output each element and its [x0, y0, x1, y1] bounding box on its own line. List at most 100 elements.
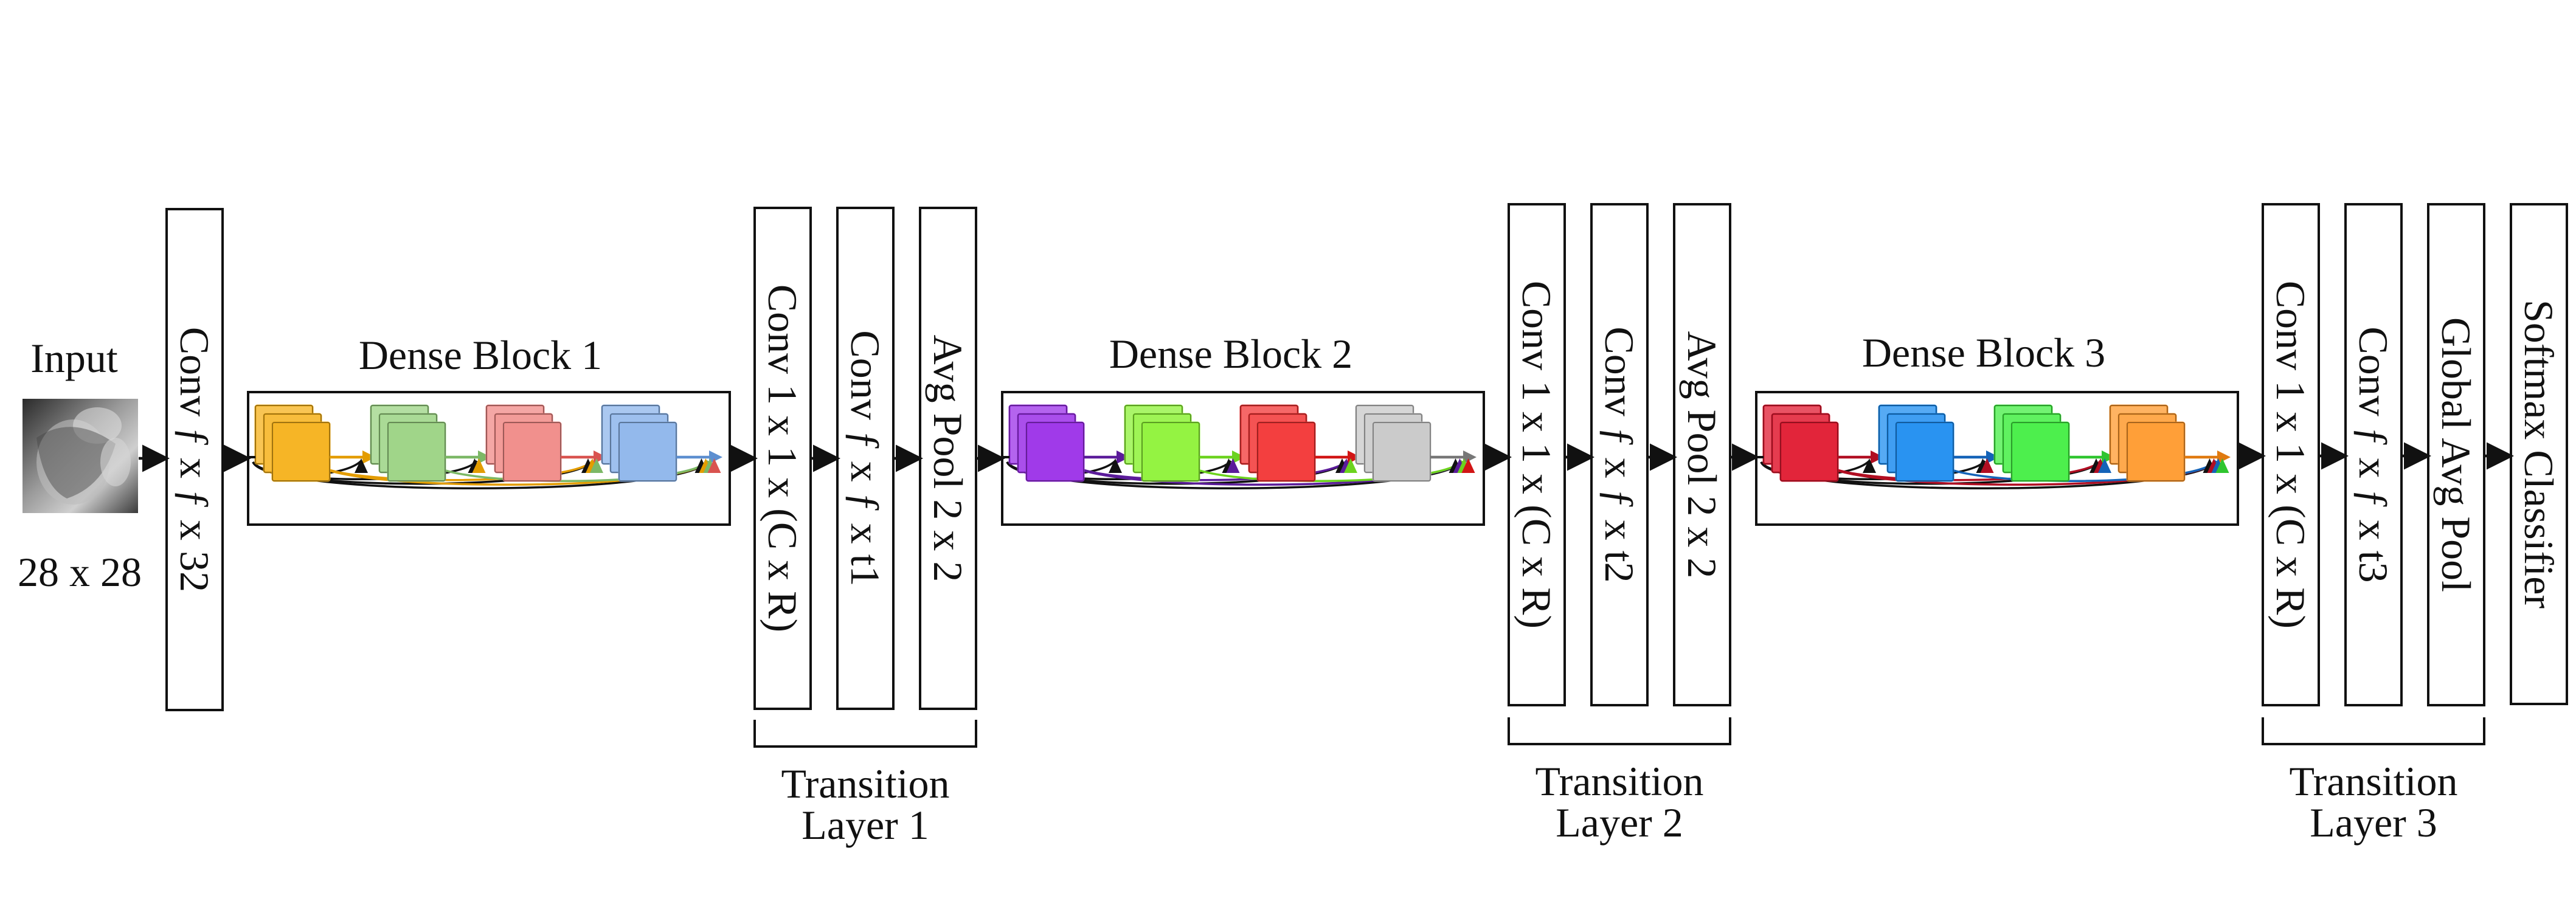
arrowhead	[1986, 450, 2000, 464]
feature-map-square	[618, 421, 677, 482]
dense-block-1-layer-1-feature-maps	[254, 404, 376, 482]
feature-map-outline	[1257, 422, 1315, 481]
input-image	[23, 399, 138, 513]
arrowhead	[1232, 450, 1245, 464]
feature-map-square	[2010, 421, 2070, 482]
feature-map-outline	[387, 422, 446, 481]
transition-3-label-line2: Layer 3	[2310, 799, 2437, 846]
feature-map-outline	[1026, 422, 1084, 481]
feature-map-outline	[618, 422, 677, 481]
transition-2-conv1x1-box	[1508, 203, 1566, 706]
conv-first-box	[165, 208, 224, 711]
transition-3-conv-label: Conv ƒ x ƒ x t3	[2350, 326, 2397, 582]
feature-map-outline	[272, 422, 330, 481]
dense-block-3-layer-3-feature-maps	[1993, 404, 2115, 482]
input-title: Input	[30, 335, 118, 381]
dense-block-1-layer-4-feature-maps	[601, 404, 722, 482]
dense-block-1: Dense Block 1	[247, 332, 731, 526]
transition-3-pool-box	[2427, 203, 2485, 706]
transition-2-brace	[1508, 717, 1731, 745]
arrowhead	[1117, 450, 1130, 464]
transition-2-label-line2: Layer 2	[1556, 799, 1683, 846]
dense-block-2: Dense Block 2	[1001, 331, 1485, 526]
concat-arrowhead	[2215, 458, 2229, 473]
feature-map-outline	[1780, 422, 1838, 481]
feature-map-square	[271, 421, 331, 482]
dense-block-2-layer-1-feature-maps	[1008, 404, 1130, 482]
transition-3-label-line1: Transition	[2289, 758, 2457, 804]
feature-map-square	[1372, 421, 1432, 482]
concat-arrowhead	[355, 458, 368, 473]
arrowhead	[2217, 450, 2231, 464]
dense-block-1-layer-2-feature-maps	[370, 404, 491, 482]
dense-block-2-title: Dense Block 2	[1109, 331, 1352, 377]
feature-map-square	[1779, 421, 1839, 482]
main-flow-arrows	[139, 442, 2514, 472]
feature-map-outline	[1896, 422, 1954, 481]
transition-2-pool-label: Avg Pool 2 x 2	[1679, 331, 1725, 579]
dense-block-3-title: Dense Block 3	[1862, 329, 2105, 376]
feature-map-outline	[1141, 422, 1200, 481]
dense-block-1-title: Dense Block 1	[359, 332, 602, 378]
transition-1-label-line2: Layer 1	[802, 802, 929, 848]
transition-layer-1: Conv 1 x 1 x (C x R) Conv ƒ x ƒ x t1 Avg…	[753, 207, 977, 848]
transition-3-brace	[2262, 717, 2485, 745]
feature-map-square	[502, 421, 562, 482]
transition-3-conv1x1-box	[2262, 203, 2320, 706]
transition-2-conv1x1-label: Conv 1 x 1 x (C x R)	[1514, 281, 1560, 629]
dense-block-3-layer-2-feature-maps	[1878, 404, 2000, 482]
dense-block-2-layer-4-feature-maps	[1355, 404, 1477, 482]
feature-map-outline	[503, 422, 561, 481]
arrowhead	[709, 450, 722, 464]
dense-block-3: Dense Block 3	[1755, 329, 2239, 526]
concat-arrowhead	[1344, 458, 1357, 473]
transition-layer-3: Conv 1 x 1 x (C x R) Conv ƒ x ƒ x t3 Glo…	[2262, 203, 2485, 846]
dense-block-2-layer-2-feature-maps	[1124, 404, 1245, 482]
feature-map-outline	[2127, 422, 2185, 481]
transition-3-conv1x1-label: Conv 1 x 1 x (C x R)	[2268, 281, 2314, 629]
skip-connection-curve	[1937, 460, 2217, 482]
arrowhead	[1463, 450, 1477, 464]
transition-3-pool-label: Global Avg Pool	[2433, 317, 2479, 592]
skip-connection-curve	[429, 460, 709, 482]
feature-map-square	[1025, 421, 1085, 482]
concat-arrowhead	[1461, 458, 1475, 473]
classifier-label: Softmax Classifier	[2516, 300, 2562, 609]
skip-connection-curve	[1183, 460, 1463, 482]
arrowhead	[362, 450, 376, 464]
transition-2-label-line1: Transition	[1535, 758, 1703, 804]
transition-1-brace	[753, 720, 977, 748]
concat-arrowhead	[1863, 458, 1876, 473]
transition-2-conv-label: Conv ƒ x ƒ x t2	[1596, 326, 1643, 582]
concat-arrowhead	[1109, 458, 1122, 473]
concat-arrowhead	[2098, 458, 2111, 473]
feature-map-outline	[2011, 422, 2069, 481]
feature-map-square	[387, 421, 446, 482]
concat-arrowhead	[590, 458, 603, 473]
feature-map-outline	[1373, 422, 1431, 481]
feature-map-square	[1141, 421, 1200, 482]
conv-first-label: Conv ƒ x ƒ x 32	[171, 327, 218, 592]
input-size: 28 x 28	[18, 549, 142, 595]
transition-2-conv-box	[1590, 203, 1649, 706]
dense-block-3-layer-4-feature-maps	[2109, 404, 2231, 482]
transition-3-conv-box	[2344, 203, 2403, 706]
concat-arrowhead	[1980, 458, 1994, 473]
concat-arrowhead	[472, 458, 486, 473]
concat-arrowhead	[707, 458, 721, 473]
transition-layer-2: Conv 1 x 1 x (C x R) Conv ƒ x ƒ x t2 Avg…	[1508, 203, 1731, 846]
transition-1-pool-label: Avg Pool 2 x 2	[925, 335, 971, 582]
transition-1-conv1x1-label: Conv 1 x 1 x (C x R)	[760, 285, 806, 632]
dense-block-1-layer-3-feature-maps	[485, 404, 607, 482]
transition-1-conv-label: Conv ƒ x ƒ x t1	[842, 330, 888, 586]
concat-arrowhead	[1226, 458, 1240, 473]
transition-1-label-line1: Transition	[781, 760, 949, 807]
dense-block-3-layer-1-feature-maps	[1762, 404, 1884, 482]
feature-map-square	[1256, 421, 1316, 482]
arrowhead	[1871, 450, 1884, 464]
dense-block-2-layer-3-feature-maps	[1239, 404, 1361, 482]
transition-2-pool-box	[1673, 203, 1731, 706]
classifier-box	[2510, 203, 2568, 705]
feature-map-square	[1895, 421, 1955, 482]
